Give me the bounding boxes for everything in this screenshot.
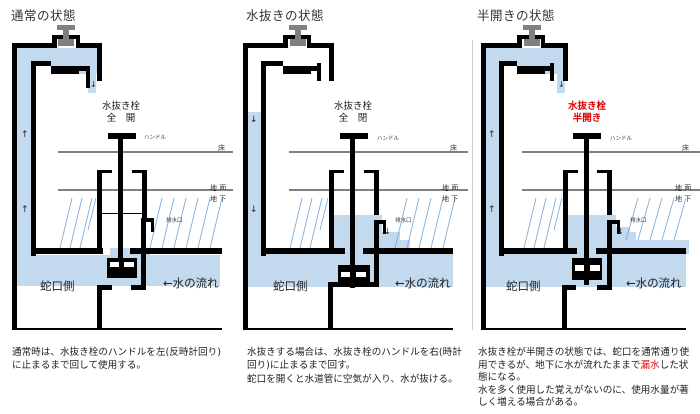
ground-surface-label: 地 面 bbox=[210, 184, 227, 192]
handle-label: ハンドル bbox=[144, 135, 167, 141]
faucet-side-label: 蛇口側 bbox=[273, 279, 308, 293]
leak-highlight: 漏水 bbox=[640, 359, 660, 371]
drain-port-label: 排水口 bbox=[630, 218, 647, 224]
valve-label: 水抜き栓 全 閉 bbox=[333, 101, 372, 124]
riser-water bbox=[248, 112, 261, 287]
underground-label: 地 下 bbox=[442, 195, 459, 203]
panel-title: 半開きの状態 bbox=[477, 8, 556, 23]
description: 通常時は、水抜き栓のハンドルを左(反時計回り)に止まるまで回して使用する。 bbox=[12, 347, 221, 371]
underground-label: 地 下 bbox=[675, 195, 692, 203]
panel-title: 水抜きの状態 bbox=[246, 8, 325, 23]
flow-arrow-icon: ↑ bbox=[488, 205, 496, 215]
spout-water bbox=[557, 55, 565, 93]
faucet-diagram bbox=[243, 25, 468, 330]
floor-label: 床 bbox=[682, 144, 689, 152]
flow-arrow-icon: ↓ bbox=[250, 205, 258, 215]
flow-arrow-icon: ↑ bbox=[488, 130, 496, 140]
faucet-handle-icon bbox=[523, 25, 541, 30]
handle-label: ハンドル bbox=[610, 136, 633, 142]
water-flow-label: ←水の流れ bbox=[626, 276, 682, 290]
drain-port-label: 排水口 bbox=[395, 218, 412, 224]
panel-drain-state: 水抜きの状態 bbox=[235, 0, 468, 414]
ground-hatch bbox=[289, 197, 456, 249]
panel-divider bbox=[472, 40, 473, 330]
flow-arrow-icon: ↑ bbox=[21, 130, 29, 140]
faucet-side-label: 蛇口側 bbox=[40, 279, 75, 293]
pipe-walls bbox=[243, 35, 453, 330]
water-flow-label: ←水の流れ bbox=[163, 276, 219, 290]
riser-water bbox=[17, 48, 32, 286]
faucet-handle-icon bbox=[57, 25, 75, 30]
floor-label: 床 bbox=[218, 144, 225, 152]
drain-arrow-icon: ↓ bbox=[384, 227, 391, 236]
pipe-walls bbox=[12, 35, 222, 330]
riser-water bbox=[486, 48, 500, 286]
flow-arrow-icon: ↓ bbox=[250, 115, 258, 125]
panel-normal-state: 通常の状態 bbox=[0, 0, 233, 414]
pipe-walls bbox=[481, 35, 686, 330]
floor-label: 床 bbox=[450, 144, 457, 152]
description: 水抜き栓が半開きの状態では、蛇口を通常通り使用できるが、地下に水が流れたままで漏… bbox=[478, 347, 690, 409]
spout-water bbox=[88, 55, 96, 93]
underground-label: 地 下 bbox=[210, 195, 227, 203]
panel-half-open-state: 半開きの状態 bbox=[466, 0, 700, 414]
ground-surface-label: 地 面 bbox=[442, 184, 459, 192]
spout-arrow-icon: ↓ bbox=[558, 80, 565, 89]
drain-arrow-icon: ↓ bbox=[617, 227, 624, 236]
ground-surface-label: 地 面 bbox=[675, 184, 692, 192]
panel-title: 通常の状態 bbox=[11, 8, 77, 23]
drain-port-label: 排水口 bbox=[166, 218, 183, 224]
spout-arrow-icon: ↓ bbox=[90, 80, 97, 89]
faucet-side-label: 蛇口側 bbox=[506, 279, 541, 293]
description: 水抜きする場合は、水抜き栓のハンドルを右(時計回り)に止まるまで回す。 蛇口を開… bbox=[247, 347, 462, 386]
water-flow-label: ←水の流れ bbox=[395, 276, 451, 290]
valve-label: 水抜き栓 全 開 bbox=[101, 101, 140, 124]
faucet-handle-icon bbox=[289, 25, 307, 30]
handle-label: ハンドル bbox=[377, 136, 400, 142]
faucet-diagram bbox=[12, 25, 233, 330]
ground-hatch bbox=[59, 197, 223, 249]
faucet-diagram bbox=[481, 25, 700, 330]
flow-arrow-icon: ↑ bbox=[21, 205, 29, 215]
ground-hatch bbox=[523, 197, 687, 249]
valve-label: 水抜き栓 半開き bbox=[567, 101, 606, 124]
